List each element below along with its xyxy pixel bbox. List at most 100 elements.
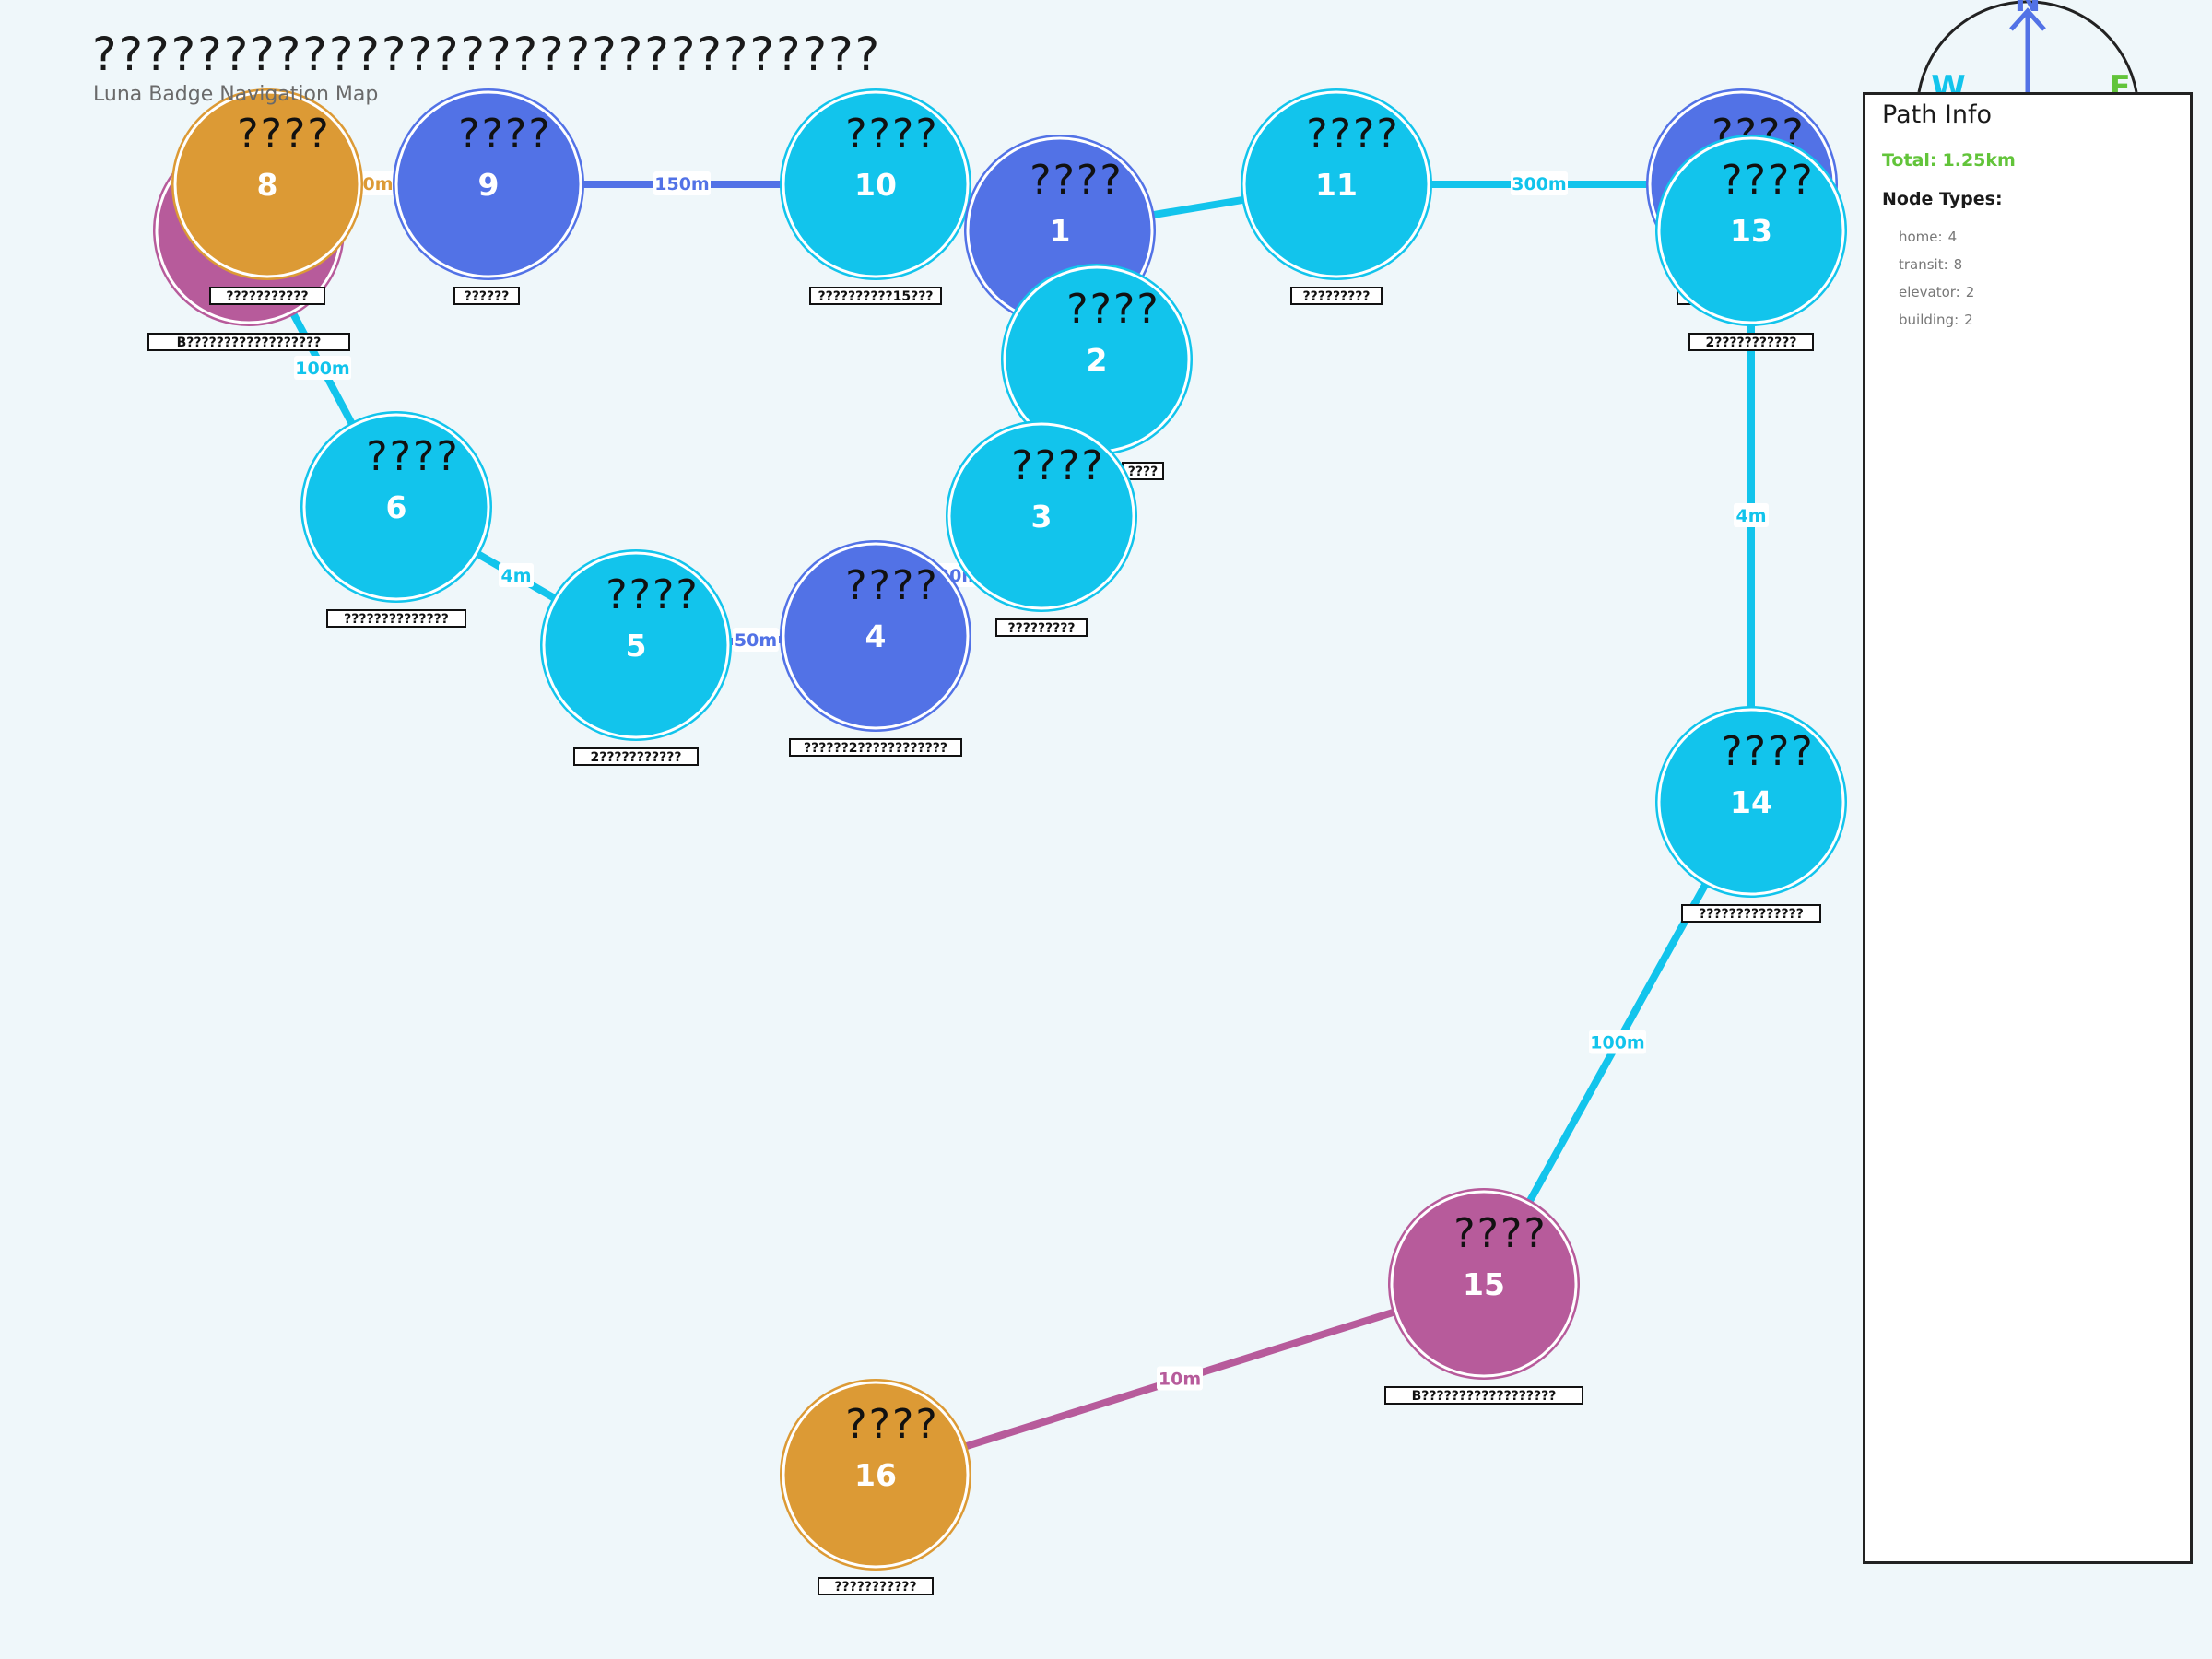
node-circle xyxy=(173,90,361,278)
node-caption-box xyxy=(1384,1386,1583,1405)
node-circle xyxy=(782,542,970,730)
edge-label-bg xyxy=(1511,171,1568,195)
node-caption-box xyxy=(809,287,942,305)
node-caption: B?????????????????? xyxy=(177,335,322,350)
node-name-label: ???? xyxy=(1066,286,1159,333)
node-name-label: ???? xyxy=(1030,157,1123,204)
page-subtitle: Luna Badge Navigation Map xyxy=(93,83,379,106)
node-id-label: 10 xyxy=(854,167,897,203)
node-8: ???? 8??????????? xyxy=(171,88,363,305)
node-15: ???? 15B?????????????????? xyxy=(1384,1188,1583,1405)
node-caption: ???? xyxy=(1128,465,1158,479)
node-id-label: 3 xyxy=(1031,499,1053,535)
node-4: ????4??????2???????????? xyxy=(780,540,971,757)
path-nodes: 7B??????????????????????8???????????????… xyxy=(147,88,1847,1595)
node-id-label: 1 xyxy=(1050,213,1071,249)
edge-label-bg xyxy=(1157,1366,1203,1391)
node-name-label: ???? xyxy=(237,111,330,158)
edge-distance-label: 0m xyxy=(362,174,393,194)
edge-label-bg xyxy=(499,563,534,587)
compass-north-label: N xyxy=(2015,0,2041,19)
node-caption-box xyxy=(789,738,962,757)
edge-label-bg xyxy=(294,356,351,380)
node-caption-box xyxy=(995,618,1088,637)
node-caption-box xyxy=(1688,333,1814,351)
edge-label-bg xyxy=(360,171,395,195)
edge-label-bg xyxy=(1734,503,1769,527)
node-circle xyxy=(394,90,582,278)
node-circle xyxy=(542,551,730,739)
node-circle xyxy=(1242,90,1430,278)
node-id-label: 9 xyxy=(478,167,500,203)
node-caption-box xyxy=(1290,287,1382,305)
compass-rose: N W E xyxy=(1917,0,2138,106)
node-name-label: ???? xyxy=(1306,111,1399,158)
total-distance: Total:1.25km xyxy=(1882,150,2016,171)
node-caption: ?????? xyxy=(465,289,510,304)
node-caption: ??????????? xyxy=(226,289,308,304)
node-type-count: 4 xyxy=(1947,229,1958,245)
node-type-count: 2 xyxy=(1964,312,1973,328)
node-caption: ????????? xyxy=(1302,289,1370,304)
compass-ring xyxy=(1917,0,2138,93)
page-title: ?????????????????????????????? xyxy=(92,28,882,81)
node-caption: 2??????????? xyxy=(1705,335,1796,350)
node-16: ????16??????????? xyxy=(780,1379,971,1595)
node-caption: ??????????15??? xyxy=(818,289,933,304)
node-name-label: ???? xyxy=(1721,157,1814,204)
node-6: ???? 6?????????????? xyxy=(300,411,492,628)
node-circle xyxy=(782,90,970,278)
node-name-label: ???? xyxy=(845,1401,938,1448)
node-name-label: ???? xyxy=(1011,442,1104,489)
node-name-label: ???? xyxy=(366,433,459,480)
total-label: Total: xyxy=(1882,150,1937,171)
edge-distance-label: 100m xyxy=(1590,1033,1644,1053)
total-value: 1.25km xyxy=(1942,150,2016,171)
node-9: ????9?????? xyxy=(393,88,584,305)
edge-distance-label: 150m xyxy=(654,174,709,194)
node-circle xyxy=(947,422,1135,610)
node-id-label: 4 xyxy=(865,618,887,654)
node-caption: ?????????????? xyxy=(344,612,449,627)
node-caption-box xyxy=(209,287,325,305)
node-type-item: elevator:2 xyxy=(1899,284,1974,312)
node-14: ????14?????????????? xyxy=(1655,706,1847,923)
node-circle xyxy=(782,1381,970,1569)
node-name-label: ???? xyxy=(1453,1210,1547,1257)
node-id-label: 15 xyxy=(1463,1266,1505,1302)
node-2: ???? 2???? xyxy=(1001,264,1193,480)
node-circle xyxy=(1390,1190,1578,1378)
node-caption: ??????????? xyxy=(834,1580,916,1594)
node-type-list: home:4 transit: 8 elevator:2 building: 2 xyxy=(1899,229,1974,339)
node-caption: B?????????????????? xyxy=(1412,1389,1557,1404)
node-caption: ?????????????? xyxy=(1699,907,1804,922)
node-caption: ????????? xyxy=(1007,621,1075,636)
node-type-item: home:4 xyxy=(1899,229,1974,256)
edge-distance-label: 10m xyxy=(1159,1370,1201,1390)
node-caption-box xyxy=(326,609,466,628)
node-circle xyxy=(1657,136,1845,324)
edge-distance-label: 50m xyxy=(735,630,777,651)
node-type-label: home: xyxy=(1899,229,1943,245)
node-id-label: 8 xyxy=(257,167,278,203)
node-id-label: 2 xyxy=(1087,342,1108,378)
node-id-label: 14 xyxy=(1730,784,1772,820)
edge-distance-label: 4m xyxy=(1735,506,1766,526)
node-id-label: 6 xyxy=(386,489,407,525)
edge-label-bg xyxy=(1589,1030,1646,1054)
node-type-label: transit: xyxy=(1899,256,1948,273)
node-type-label: elevator: xyxy=(1899,284,1960,300)
node-name-label: ???? xyxy=(845,111,938,158)
edge-label-bg xyxy=(653,171,711,195)
node-13: ???? 13 2??????????? xyxy=(1655,135,1847,351)
node-id-label: 13 xyxy=(1730,213,1772,249)
edge-label-bg xyxy=(733,628,779,652)
node-caption-box xyxy=(147,333,350,351)
node-type-count: 8 xyxy=(1953,256,1963,273)
node-caption-box xyxy=(573,747,699,766)
node-name-label: ???? xyxy=(845,562,938,609)
node-type-label: building: xyxy=(1899,312,1959,328)
node-id-label: 11 xyxy=(1315,167,1358,203)
north-arrow-icon xyxy=(2009,7,2046,31)
